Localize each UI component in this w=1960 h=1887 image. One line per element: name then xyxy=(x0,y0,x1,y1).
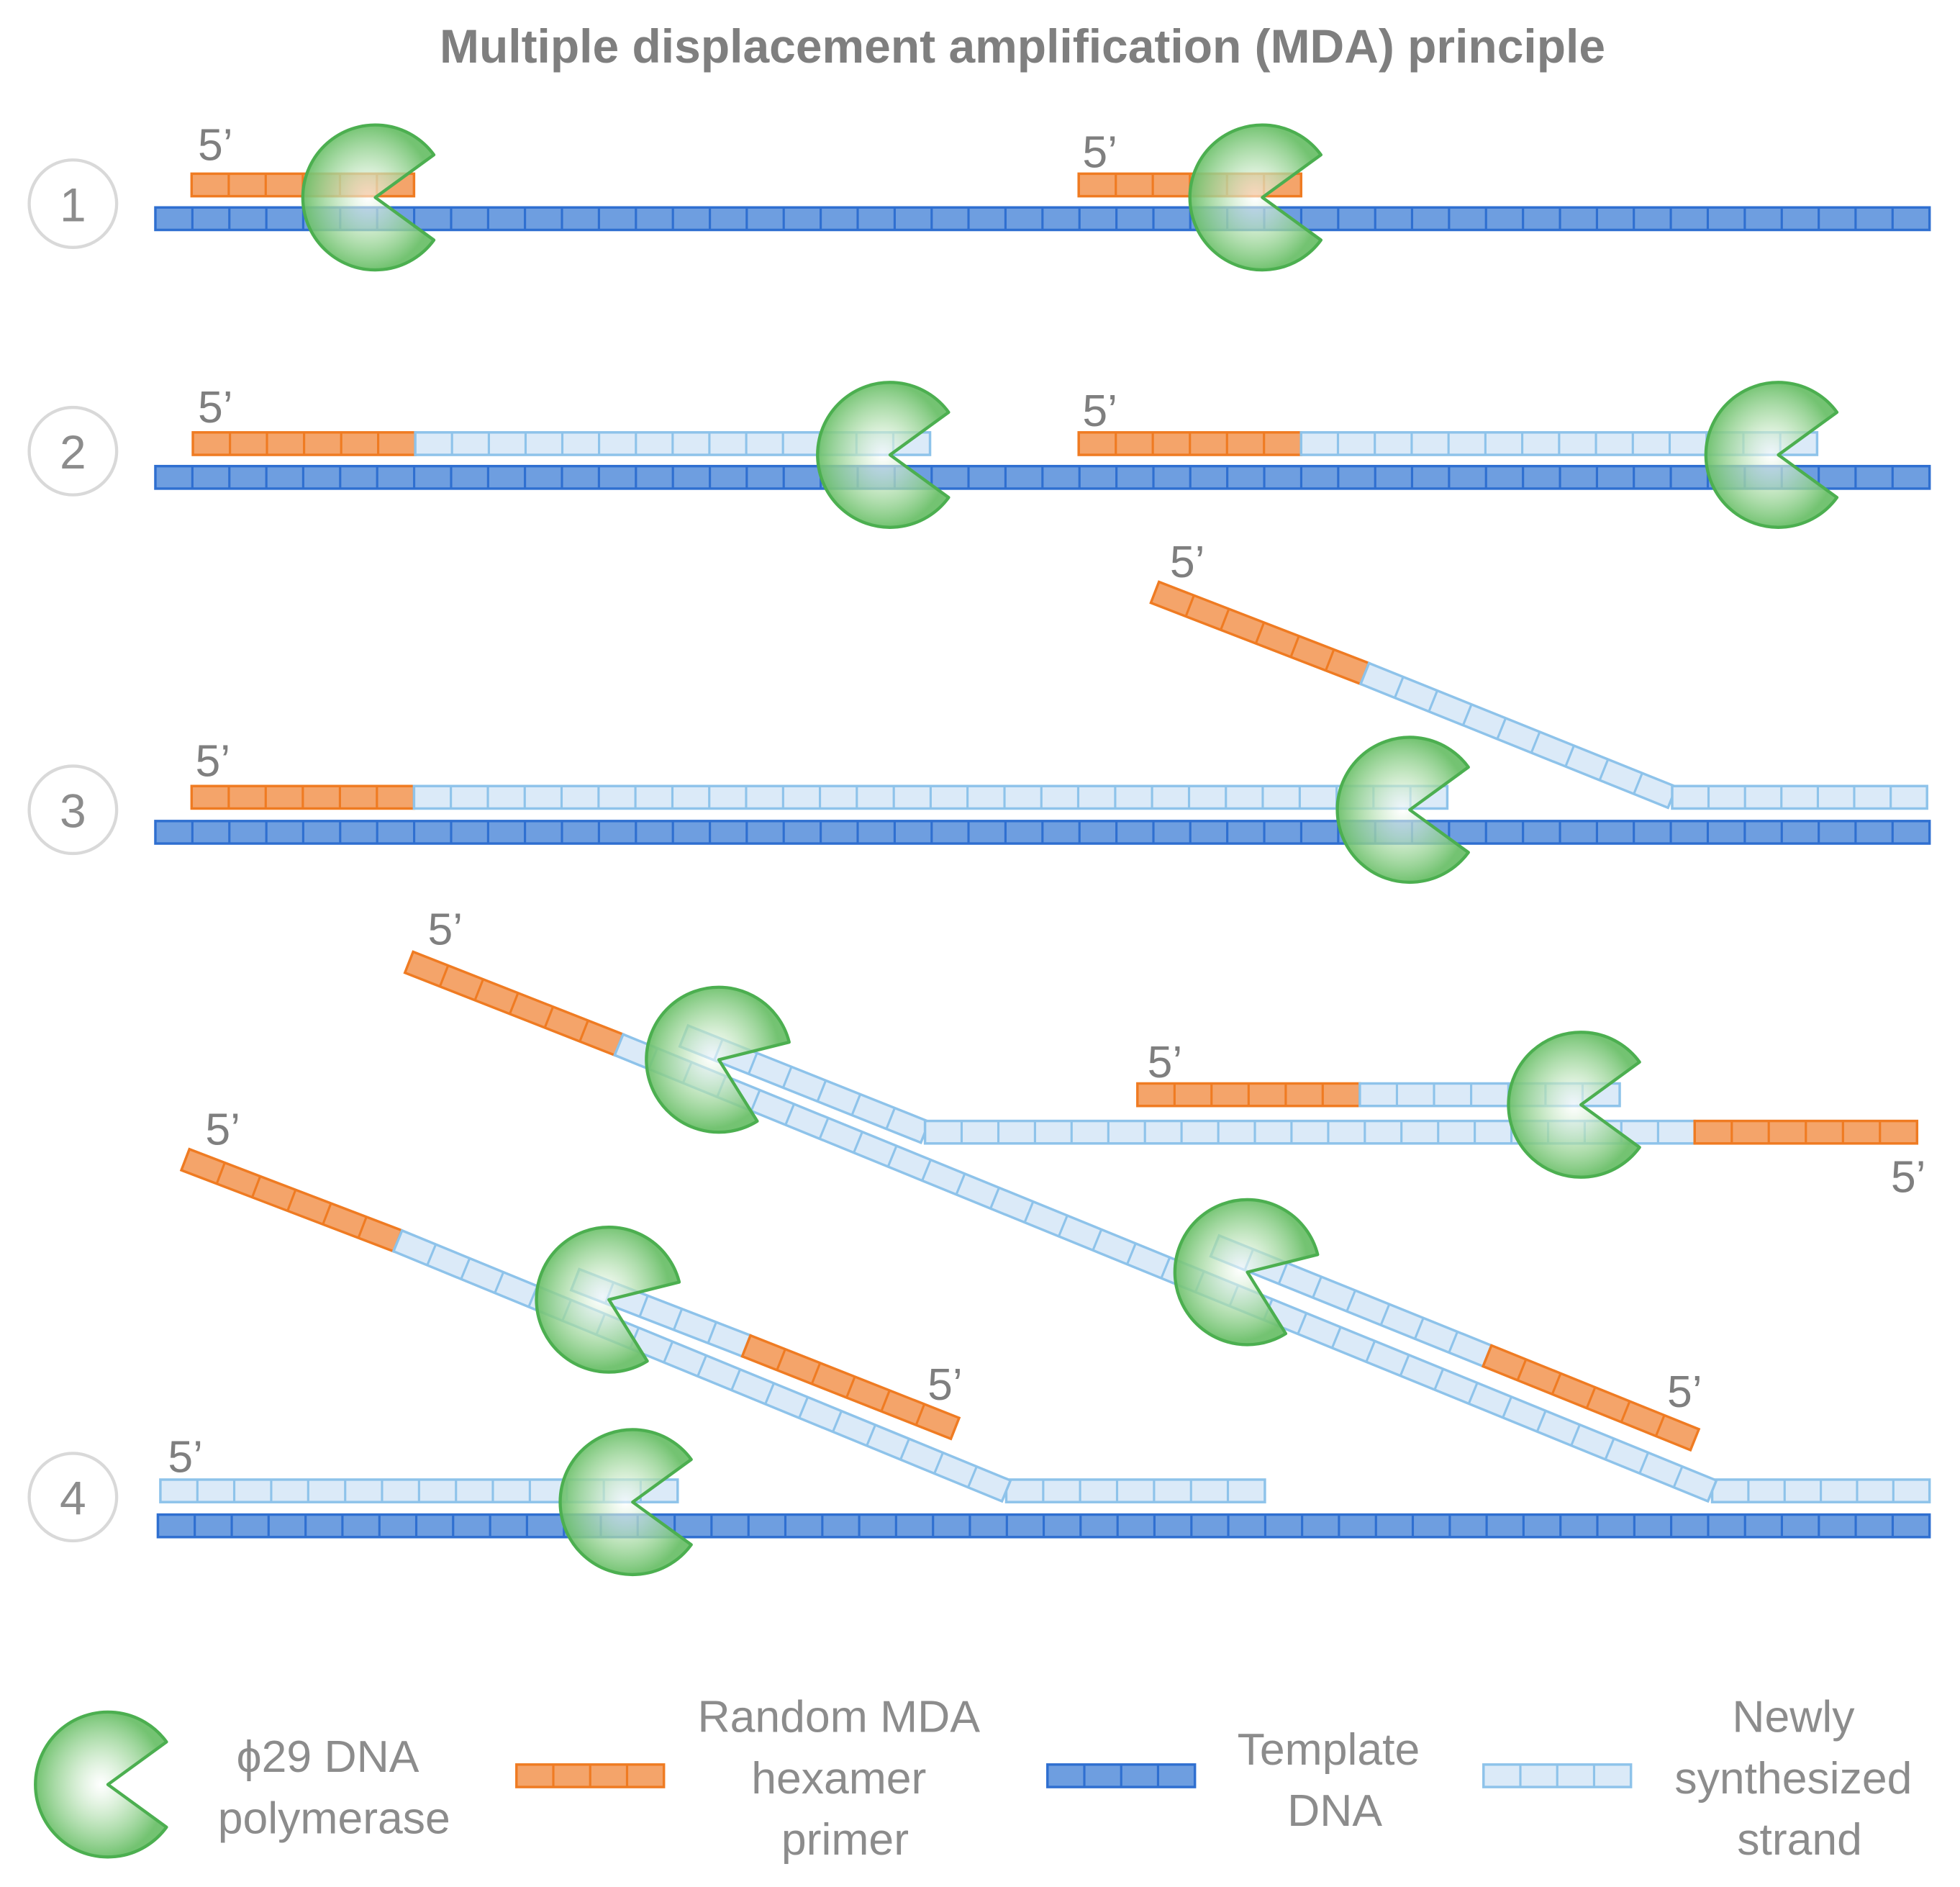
step4-branch-a-strand xyxy=(391,1228,1012,1503)
step-1-number: 1 xyxy=(60,178,86,231)
step3-displaced-strand-flat xyxy=(1671,784,1928,810)
step-2-number: 2 xyxy=(60,425,86,479)
step3-five-prime-label: 5’ xyxy=(196,736,231,786)
step3-polymerase xyxy=(1335,736,1470,884)
step-2-marker: 2 xyxy=(27,405,119,497)
five-prime-labels-layer: 5’ 5’ 5’ 5’ 5’ 5’ 5’ 5’ 5’ 5’ 5’ 5’ 5’ xyxy=(168,119,1925,1482)
step4-branch-a-copy-primer xyxy=(740,1334,961,1441)
step-4-marker: 4 xyxy=(27,1452,119,1543)
legend-new-strand-swatch xyxy=(1482,1763,1633,1788)
step4-five-prime-label-branch-a-copy: 5’ xyxy=(927,1359,963,1410)
step4-five-prime-label-bottom: 5’ xyxy=(168,1432,203,1483)
step3-primer xyxy=(190,784,416,810)
step3-five-prime-label-displaced: 5’ xyxy=(1170,537,1205,587)
legend-polymerase-line-2: polymerase xyxy=(218,1793,450,1843)
legend-template-line-1: Template xyxy=(1238,1724,1420,1775)
step2-primer-left xyxy=(191,431,417,456)
legend-primer-line-2: hexamer xyxy=(751,1753,926,1804)
step4-branch-b-primer xyxy=(403,950,625,1057)
step4-new-strand-right xyxy=(1710,1478,1931,1503)
step4-branch-a-primer xyxy=(179,1147,404,1254)
legend-polymerase-icon xyxy=(34,1710,168,1859)
legend-template-label: Template DNA xyxy=(1238,1724,1433,1836)
step2-template-strand xyxy=(154,464,1931,490)
legend-new-strand-line-2: synthesized xyxy=(1674,1753,1912,1804)
step2-five-prime-label-left: 5’ xyxy=(198,382,233,433)
step4-five-prime-label-branch-b: 5’ xyxy=(428,905,463,955)
step4-five-prime-label-branch-c: 5’ xyxy=(1667,1367,1702,1417)
step4-polymerase-branch-a xyxy=(535,1225,681,1374)
step1-five-prime-label-left: 5’ xyxy=(198,119,233,170)
step2-polymerase-right xyxy=(1704,381,1839,529)
step4-branch-c-copy-primer xyxy=(1481,1344,1701,1452)
step4-polymerase-inner xyxy=(1507,1031,1641,1179)
step-3-marker: 3 xyxy=(27,764,119,856)
step4-five-prime-label-branch-b-copy: 5’ xyxy=(1891,1152,1926,1203)
step3-new-strand xyxy=(412,784,1449,810)
step1-polymerase-right xyxy=(1188,123,1323,272)
legend-template-swatch xyxy=(1046,1763,1197,1788)
step2-five-prime-label-right: 5’ xyxy=(1082,386,1117,436)
step4-polymerase-bottom xyxy=(558,1428,693,1576)
step3-template-strand xyxy=(154,820,1931,845)
step4-template-strand xyxy=(156,1513,1931,1539)
legend-glyphs xyxy=(34,1710,1633,1859)
step1-polymerase-left xyxy=(301,123,436,272)
legend-primer-line-3: primer xyxy=(781,1814,909,1865)
diagram-title: Multiple displacement amplification (MDA… xyxy=(440,19,1605,73)
step4-new-strand-mid xyxy=(1004,1478,1266,1503)
legend-new-strand-label: Newly synthesized strand xyxy=(1674,1692,1924,1865)
step4-branch-b-copy-primer xyxy=(1693,1119,1919,1145)
polymerases-layer xyxy=(301,123,1839,1576)
legend-primer-line-1: Random MDA xyxy=(698,1692,981,1742)
legend-polymerase-label: ϕ29 DNA polymerase xyxy=(218,1732,450,1843)
step4-polymerase-branch-c xyxy=(1173,1198,1320,1347)
legend-new-strand-line-3: strand xyxy=(1737,1814,1862,1865)
step4-polymerase-branch-b xyxy=(645,985,791,1134)
step2-polymerase-left xyxy=(816,381,950,529)
step-1-marker: 1 xyxy=(27,158,119,249)
step3-displaced-primer xyxy=(1149,580,1371,686)
legend-primer-label: Random MDA hexamer primer xyxy=(698,1692,993,1865)
legend-new-strand-line-1: Newly xyxy=(1732,1692,1855,1742)
legend: ϕ29 DNA polymerase Random MDA hexamer pr… xyxy=(34,1692,1924,1865)
legend-polymerase-line-1: ϕ29 DNA xyxy=(237,1732,419,1782)
step3-displaced-strand-diagonal xyxy=(1358,661,1679,810)
step-3-number: 3 xyxy=(60,784,86,838)
legend-template-line-2: DNA xyxy=(1287,1786,1382,1836)
step1-five-prime-label-right: 5’ xyxy=(1082,127,1117,178)
step-4-number: 4 xyxy=(60,1472,86,1525)
step4-five-prime-label-branch-a: 5’ xyxy=(205,1105,240,1155)
step1-template-strand xyxy=(154,206,1931,232)
strands-layer xyxy=(154,172,1931,1539)
step4-five-prime-label-inner: 5’ xyxy=(1148,1037,1183,1087)
legend-primer-swatch xyxy=(515,1763,666,1788)
